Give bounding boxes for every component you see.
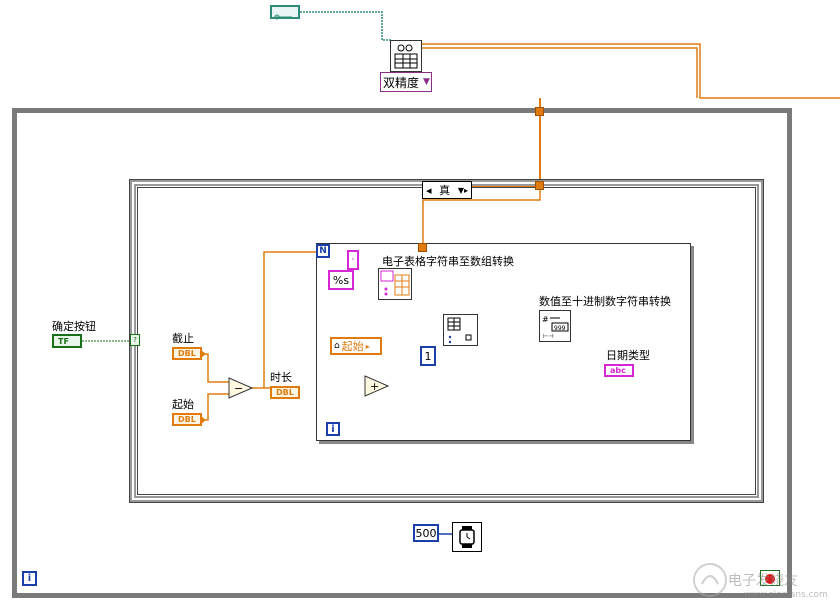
- orange-wire-to-n: [263, 251, 316, 388]
- orange-wire-start-sub: [204, 393, 230, 421]
- reference-wire: [300, 11, 393, 50]
- minus-icon: −: [234, 382, 243, 395]
- number-format-icon: # 999 ⊢⊣: [542, 315, 569, 340]
- timeout-constant[interactable]: 500: [413, 524, 439, 542]
- loop-iteration-terminal: i: [326, 422, 340, 436]
- dropdown-label: 双精度: [383, 75, 420, 90]
- confirm-button-terminal[interactable]: TF: [52, 334, 82, 348]
- spreadsheet-fn-label: 电子表格字符串至数组转换: [382, 255, 514, 268]
- constant-one[interactable]: 1: [420, 346, 436, 366]
- number-to-decimal-label: 数值至十进制数字符串转换: [539, 295, 671, 308]
- cutoff-control[interactable]: DBL: [172, 347, 206, 360]
- home-icon: ⌂: [334, 341, 340, 351]
- case-selector-terminal: ?: [130, 334, 140, 346]
- wait-node[interactable]: [452, 522, 482, 552]
- top-orange-wire-2: [422, 47, 698, 98]
- dropdown-arrow-icon[interactable]: ▼▸: [457, 185, 468, 195]
- read-spreadsheet-node[interactable]: [390, 40, 422, 72]
- orange-tunnel-loop: [418, 243, 427, 252]
- delimiter-constant[interactable]: ,: [347, 250, 359, 270]
- cutoff-label: 截止: [172, 332, 194, 345]
- while-iteration-terminal: i: [22, 571, 37, 586]
- array-index-icon: [447, 317, 472, 344]
- subtract-node[interactable]: −: [228, 377, 254, 399]
- start-ring-value: 起始: [341, 340, 364, 353]
- while-i-label: i: [27, 573, 32, 584]
- duration-indicator: DBL: [270, 386, 300, 399]
- constant-one-value: 1: [424, 349, 432, 363]
- plus-icon: +: [370, 380, 379, 393]
- loop-i-label: i: [331, 423, 335, 435]
- watermark: 电子发烧友 www.elecfans.com: [690, 560, 835, 605]
- watermark-subtext: www.elecfans.com: [744, 590, 828, 600]
- start-control[interactable]: DBL: [172, 413, 206, 426]
- timeout-value: 500: [415, 526, 437, 540]
- cutoff-dbl: DBL: [178, 349, 196, 358]
- start-dbl: DBL: [178, 415, 196, 424]
- start-ring-constant[interactable]: ⌂ 起始 ▸: [330, 337, 382, 355]
- format-string-value: %s: [332, 273, 350, 287]
- type-dropdown[interactable]: 双精度 ▼: [380, 72, 432, 92]
- orange-wire-cutoff: [204, 353, 230, 383]
- watermark-text: 电子发烧友: [728, 573, 798, 589]
- string-terminal-label: abc: [610, 366, 626, 375]
- format-string-constant[interactable]: %s: [328, 270, 354, 290]
- key-icon: [274, 14, 292, 20]
- duration-label: 时长: [270, 371, 292, 384]
- case-terminal-label: ?: [133, 336, 137, 344]
- decrement-icon[interactable]: ◂: [426, 183, 432, 197]
- top-orange-wire: [422, 43, 840, 99]
- orange-tunnel-case: [535, 181, 544, 190]
- bool-terminal-label: TF: [58, 336, 69, 346]
- index-array-node[interactable]: [443, 314, 478, 346]
- number-to-decimal-node[interactable]: # 999 ⊢⊣: [539, 310, 571, 342]
- spreadsheet-icon: [380, 270, 410, 296]
- stop-icon: [765, 574, 775, 584]
- stop-terminal[interactable]: [760, 570, 780, 586]
- date-type-indicator: abc: [604, 364, 634, 377]
- watermark-logo-icon: [693, 563, 727, 597]
- start-label: 起始: [172, 398, 194, 411]
- glasses-table-icon: [394, 44, 418, 69]
- case-selector-label: 真: [439, 184, 451, 197]
- chevron-down-icon: ▼: [423, 77, 430, 87]
- ring-arrow-icon: ▸: [365, 341, 370, 351]
- reference-constant[interactable]: [270, 5, 300, 20]
- loop-n-label: N: [319, 246, 327, 256]
- confirm-button-label: 确定按钮: [52, 320, 96, 333]
- while-loop-frame: [12, 108, 792, 598]
- orange-wire-case2: [422, 186, 541, 248]
- loop-count-terminal[interactable]: N: [316, 244, 330, 258]
- svg-text:999: 999: [554, 325, 566, 332]
- add-node[interactable]: +: [364, 375, 390, 397]
- date-type-label: 日期类型: [606, 349, 650, 362]
- spreadsheet-string-to-array-node[interactable]: [378, 268, 412, 300]
- svg-text:⊢⊣: ⊢⊣: [543, 333, 553, 340]
- svg-text:#: #: [542, 315, 549, 324]
- orange-tunnel: [535, 107, 544, 116]
- case-selector[interactable]: ◂ 真 ▼▸: [422, 181, 472, 199]
- watch-icon: [459, 526, 475, 548]
- duration-dbl: DBL: [276, 388, 294, 397]
